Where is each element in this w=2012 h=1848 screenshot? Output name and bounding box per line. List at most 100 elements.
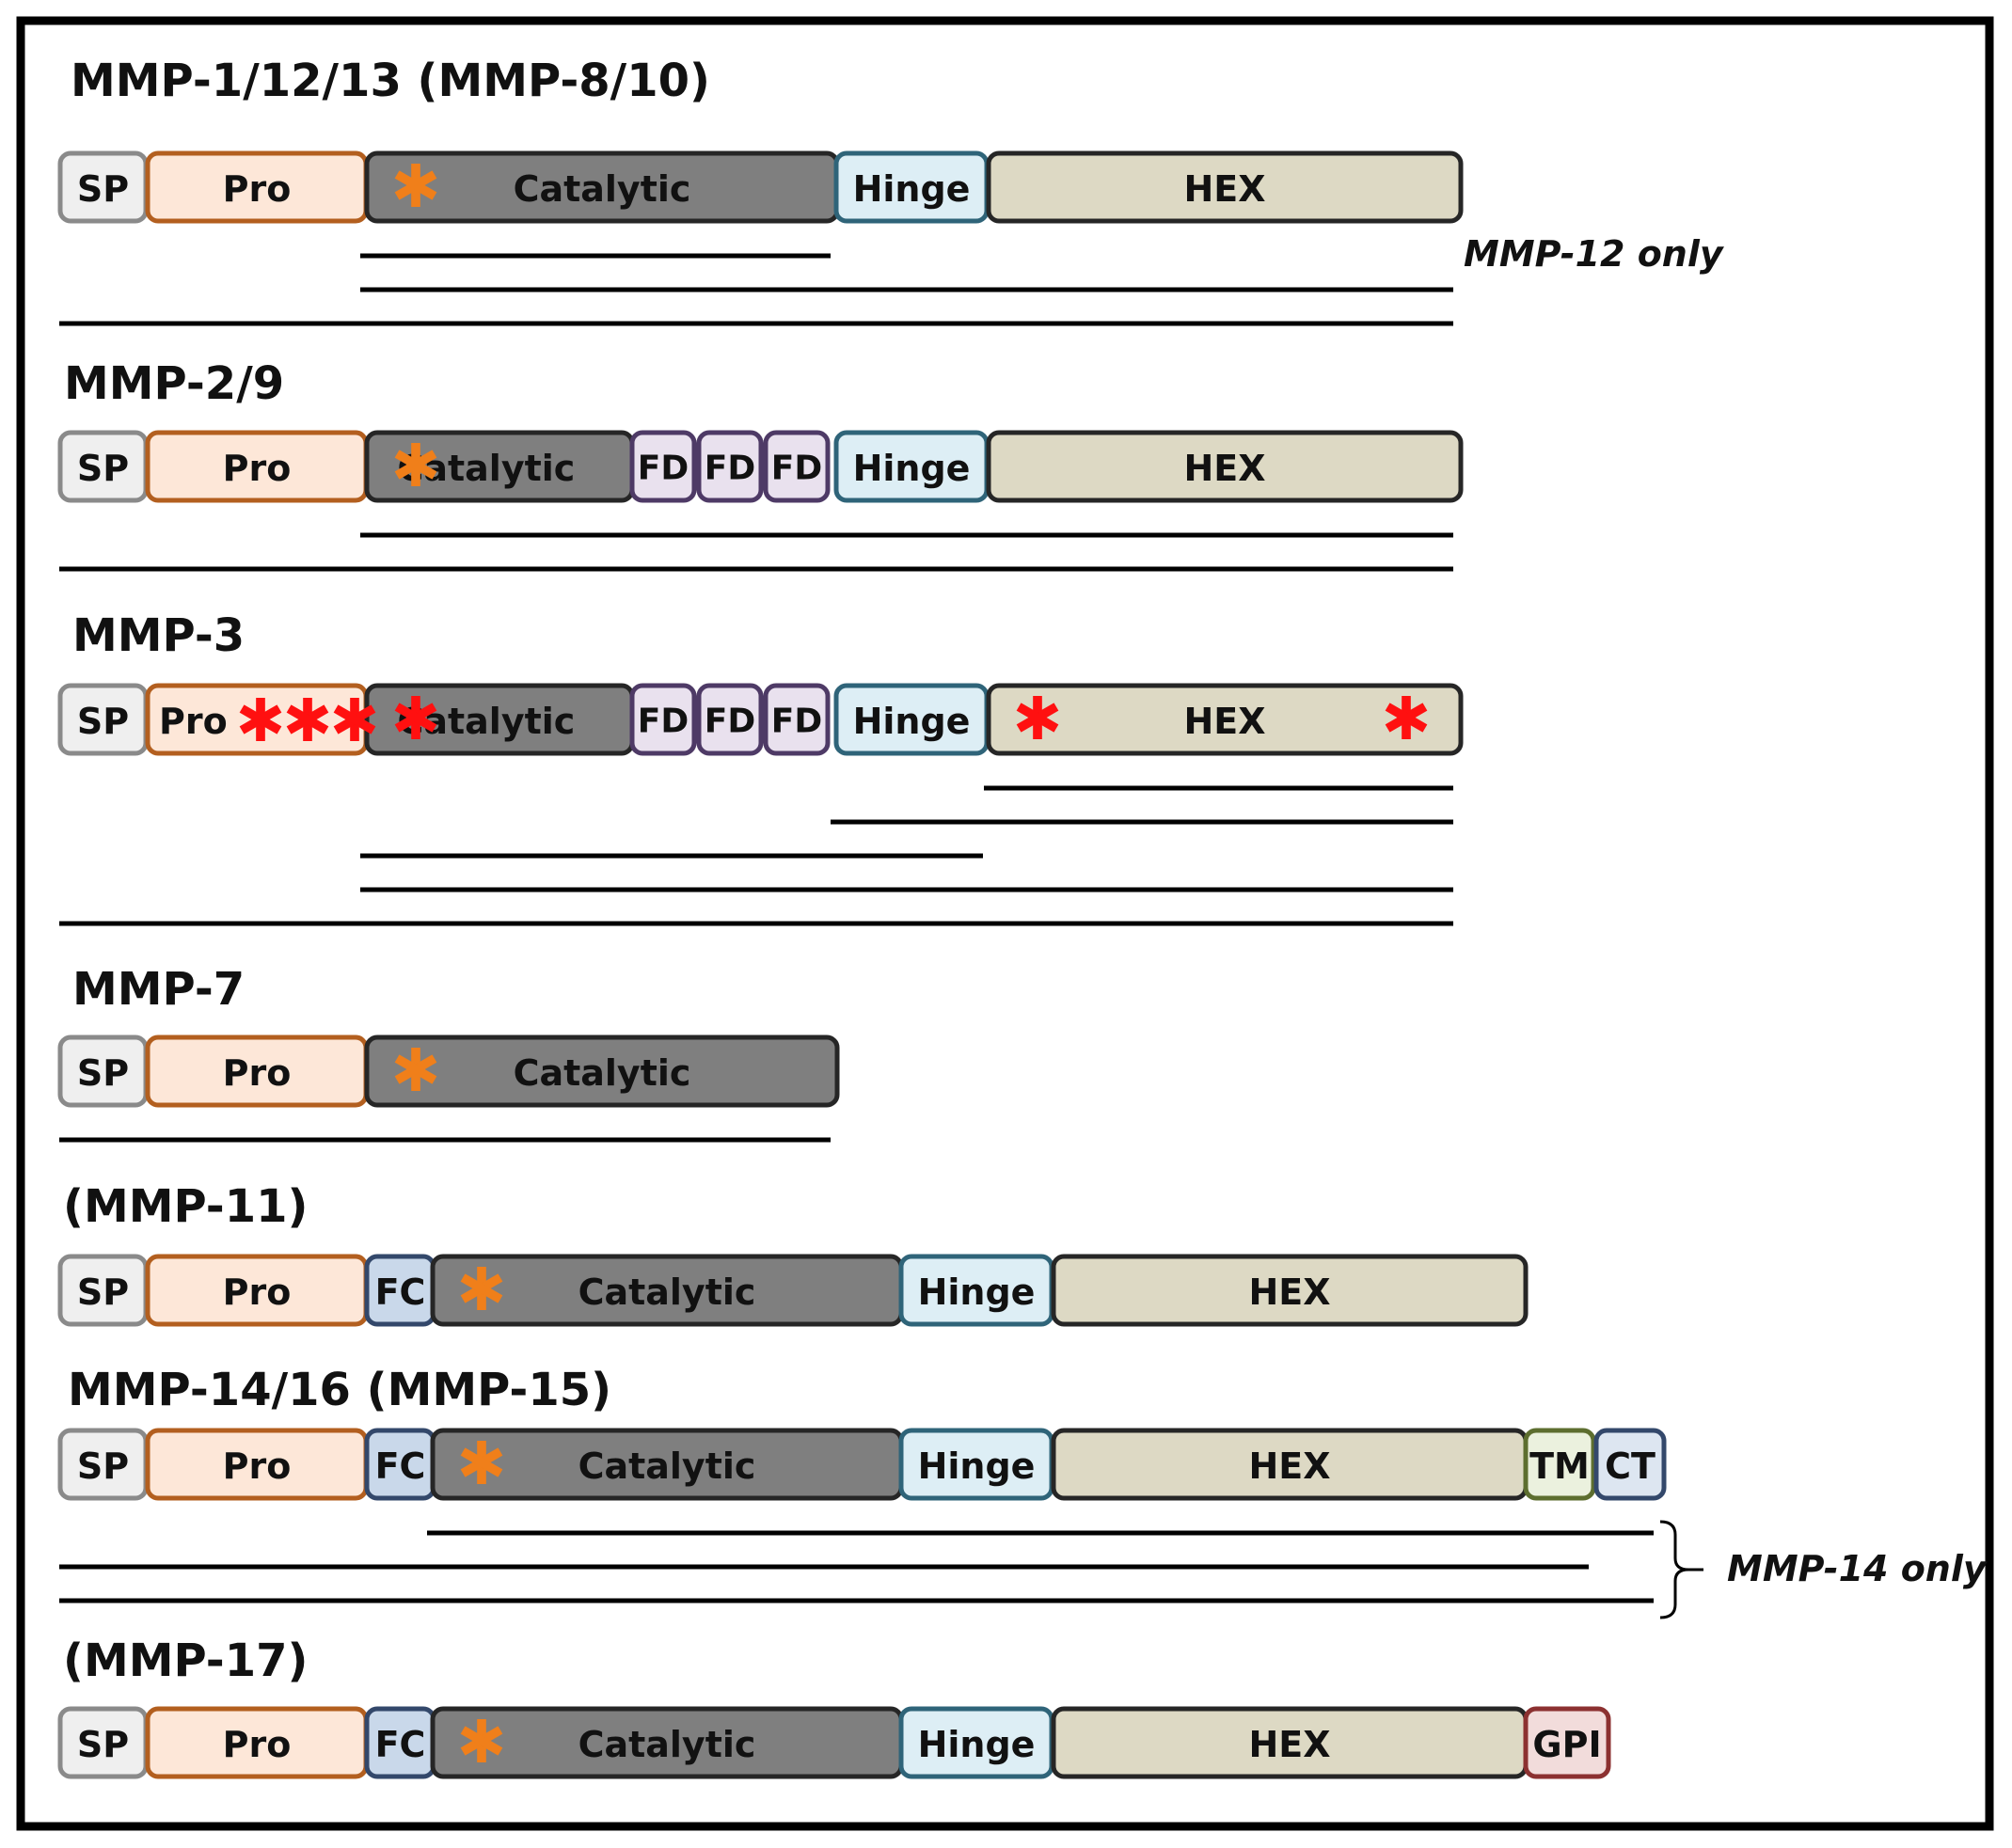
domain-hex: HEX xyxy=(986,683,1464,756)
domain-catalytic: Catalytic xyxy=(430,1428,904,1501)
domain-label: FD xyxy=(638,703,689,741)
domain-label: Pro xyxy=(223,168,292,210)
domain-fc: FC xyxy=(364,1254,436,1327)
domain-label: HEX xyxy=(1183,701,1265,742)
domain-hinge: Hinge xyxy=(898,1254,1054,1327)
domain-label: Catalytic xyxy=(578,1445,756,1487)
domain-label: CT xyxy=(1605,1445,1656,1487)
domain-fd: FD xyxy=(763,683,831,756)
domain-pro: Pro xyxy=(145,1254,369,1327)
domain-label: FD xyxy=(638,450,689,488)
domain-catalytic: Catalytic xyxy=(430,1254,904,1327)
group-title: (MMP-17) xyxy=(63,1635,308,1687)
domain-label: Pro xyxy=(223,1445,292,1487)
domain-group-mmp1: MMP-1/12/13 (MMP-8/10) SP Pro Catalytic Hing… xyxy=(57,55,1725,326)
domain-box xyxy=(1523,1428,1596,1501)
domain-label: FC xyxy=(375,1445,426,1487)
domain-sp: SP xyxy=(57,430,149,503)
orange-star-marker xyxy=(460,1267,503,1310)
group-title: MMP-3 xyxy=(72,609,245,662)
domain-label: Hinge xyxy=(853,448,971,489)
domain-box xyxy=(629,430,697,503)
domain-box xyxy=(986,150,1464,224)
domain-pro: Pro xyxy=(145,1428,369,1501)
domain-label: HEX xyxy=(1183,168,1265,210)
orange-star-marker xyxy=(394,164,437,207)
domain-label: SP xyxy=(77,448,129,489)
red-star-marker xyxy=(239,698,282,741)
red-star-marker xyxy=(1385,696,1428,739)
domain-box xyxy=(629,683,697,756)
domain-box xyxy=(986,430,1464,503)
domain-label: SP xyxy=(77,168,129,210)
domain-hinge: Hinge xyxy=(833,430,990,503)
domain-box xyxy=(696,683,764,756)
domain-label: Catalytic xyxy=(578,1724,756,1765)
domain-fc: FC xyxy=(364,1428,436,1501)
orange-star-marker xyxy=(394,443,437,486)
domain-hex: HEX xyxy=(1051,1706,1529,1779)
domain-label: Pro xyxy=(223,1271,292,1313)
domain-label: HEX xyxy=(1183,448,1265,489)
fragment-note: MMP-12 only xyxy=(1464,233,1725,275)
domain-label: FD xyxy=(771,703,822,741)
domain-label: FC xyxy=(375,1724,426,1765)
domain-box xyxy=(986,683,1464,756)
group-title: MMP-1/12/13 (MMP-8/10) xyxy=(71,55,710,107)
domain-label: Pro xyxy=(159,701,228,742)
domain-box xyxy=(1523,1706,1611,1779)
domain-sp: SP xyxy=(57,1706,149,1779)
domain-label: Catalytic xyxy=(514,168,691,210)
domain-label: TM xyxy=(1529,1445,1590,1487)
red-star-marker xyxy=(1016,696,1059,739)
red-star-marker xyxy=(394,696,437,739)
domain-hinge: Hinge xyxy=(898,1706,1054,1779)
domain-ct: CT xyxy=(1593,1428,1667,1501)
orange-star-marker xyxy=(460,1441,503,1484)
domain-label: GPI xyxy=(1532,1724,1601,1765)
domain-pro: Pro xyxy=(145,1035,369,1108)
domain-label: FC xyxy=(375,1271,426,1313)
domain-sp: SP xyxy=(57,683,149,756)
domain-label: SP xyxy=(77,1271,129,1313)
orange-star-marker xyxy=(394,1048,437,1091)
domain-sp: SP xyxy=(57,1254,149,1327)
domain-box xyxy=(763,430,831,503)
domain-label: SP xyxy=(77,1052,129,1094)
domain-sp: SP xyxy=(57,1428,149,1501)
domain-sp: SP xyxy=(57,150,149,224)
domain-label: Hinge xyxy=(918,1724,1036,1765)
group-title: MMP-2/9 xyxy=(64,357,284,410)
domain-gpi: GPI xyxy=(1523,1706,1611,1779)
domain-label: FD xyxy=(705,450,755,488)
domain-tm: TM xyxy=(1523,1428,1596,1501)
domain-catalytic: Catalytic xyxy=(430,1706,904,1779)
domain-label: Pro xyxy=(223,448,292,489)
domain-label: Hinge xyxy=(853,168,971,210)
domain-hex: HEX xyxy=(986,430,1464,503)
domain-label: Hinge xyxy=(918,1445,1036,1487)
fragment-note: MMP-14 only xyxy=(1727,1548,1988,1589)
domain-label: Catalytic xyxy=(578,1271,756,1313)
domain-label: Hinge xyxy=(918,1271,1036,1313)
domain-box xyxy=(1051,1254,1529,1327)
domain-pro: Pro xyxy=(145,150,369,224)
domain-box xyxy=(763,683,831,756)
domain-box xyxy=(1593,1428,1667,1501)
domain-label: HEX xyxy=(1248,1445,1330,1487)
domain-catalytic: Catalytic xyxy=(364,150,840,224)
domain-fc: FC xyxy=(364,1706,436,1779)
group-title: MMP-14/16 (MMP-15) xyxy=(68,1364,611,1416)
domain-box xyxy=(364,1035,840,1108)
domain-group-mmp14: MMP-14/16 (MMP-15) SP Pro FC Catalytic Hinge H… xyxy=(57,1364,1988,1619)
domain-label: HEX xyxy=(1248,1724,1330,1765)
domain-hex: HEX xyxy=(986,150,1464,224)
domain-label: FD xyxy=(705,703,755,741)
domain-label: SP xyxy=(77,1724,129,1765)
